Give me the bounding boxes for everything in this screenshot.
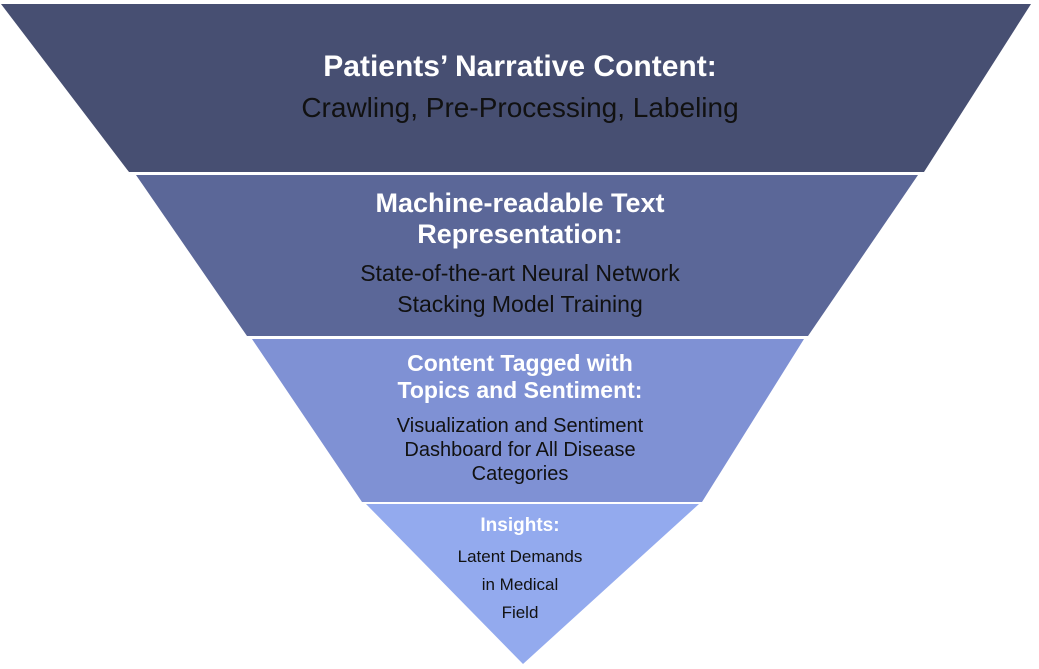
- tier-4-subtitle-line-1: Latent Demands: [457, 547, 583, 566]
- tier-1-subtitle: Crawling, Pre-Processing, Labeling: [301, 92, 739, 123]
- tier-3-title-line-2: Topics and Sentiment:: [397, 377, 643, 403]
- tier-2-title-line-2: Representation:: [417, 219, 623, 249]
- tier-1-title: Patients’ Narrative Content:: [323, 50, 717, 83]
- tier-4-text: Insights: Latent Demands in Medical Fiel…: [425, 513, 615, 627]
- tier-1-text: Patients’ Narrative Content: Crawling, P…: [200, 48, 840, 126]
- tier-2-subtitle-line-1: State-of-the-art Neural Network: [360, 260, 680, 286]
- tier-3-title-line-1: Content Tagged with: [407, 350, 633, 376]
- tier-3-subtitle-line-2: Dashboard for All Disease: [404, 439, 636, 461]
- tier-2-title-line-1: Machine-readable Text: [375, 188, 665, 218]
- tier-3-subtitle-line-3: Categories: [471, 463, 569, 485]
- tier-4-subtitle-line-3: Field: [501, 603, 539, 622]
- tier-3-text: Content Tagged with Topics and Sentiment…: [345, 350, 695, 486]
- tier-2-band: [136, 175, 918, 336]
- tier-4-subtitle-line-2: in Medical: [481, 575, 559, 594]
- tier-3-subtitle-line-1: Visualization and Sentiment: [396, 415, 644, 437]
- tier-1-band: [1, 4, 1031, 172]
- tier-4-band: [366, 504, 699, 664]
- tier-2-text: Machine-readable Text Representation: St…: [290, 188, 750, 320]
- tier-2-subtitle-line-2: Stacking Model Training: [397, 291, 643, 317]
- tier-3-band: [252, 339, 804, 502]
- tier-4-title: Insights:: [480, 515, 560, 536]
